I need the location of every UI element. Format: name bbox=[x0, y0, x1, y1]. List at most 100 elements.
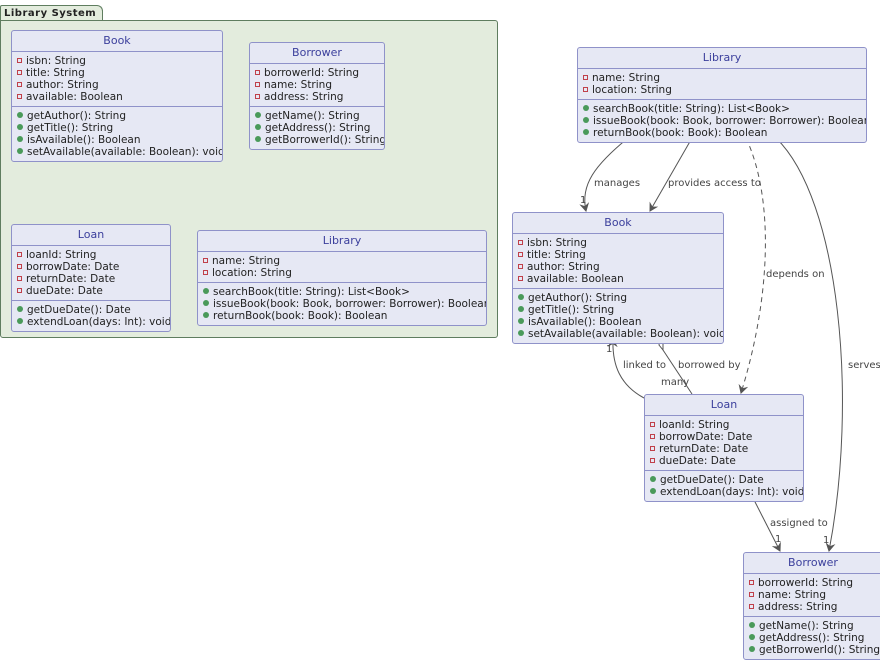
public-icon bbox=[650, 476, 656, 482]
private-icon bbox=[17, 94, 22, 99]
attribute: title: String bbox=[518, 249, 719, 261]
method-text: getDueDate(): Date bbox=[27, 304, 131, 316]
mult-borrowed-by: many bbox=[661, 377, 690, 388]
attribute: borrowerId: String bbox=[255, 67, 380, 79]
method-text: getName(): String bbox=[759, 620, 854, 632]
method-text: searchBook(title: String): List<Book> bbox=[213, 286, 410, 298]
attribute-text: title: String bbox=[527, 249, 586, 261]
private-icon bbox=[749, 580, 754, 585]
public-icon bbox=[17, 124, 23, 130]
label-assigned-to: assigned to bbox=[770, 518, 828, 529]
private-icon bbox=[518, 252, 523, 257]
method-text: getAddress(): String bbox=[759, 632, 865, 644]
method-text: issueBook(book: Book, borrower: Borrower… bbox=[593, 115, 867, 127]
method: extendLoan(days: Int): void bbox=[650, 486, 803, 498]
private-icon bbox=[749, 604, 754, 609]
method: getTitle(): String bbox=[17, 122, 218, 134]
private-icon bbox=[255, 94, 260, 99]
method-text: getAuthor(): String bbox=[528, 292, 627, 304]
method: getAddress(): String bbox=[255, 122, 380, 134]
method: returnBook(book: Book): Boolean bbox=[583, 127, 862, 139]
private-icon bbox=[583, 75, 588, 80]
attribute: author: String bbox=[17, 79, 218, 91]
attribute: dueDate: Date bbox=[650, 455, 799, 467]
attribute: address: String bbox=[255, 91, 380, 103]
label-depends-on: depends on bbox=[766, 269, 825, 280]
private-icon bbox=[203, 258, 208, 263]
private-icon bbox=[518, 264, 523, 269]
method-text: returnBook(book: Book): Boolean bbox=[593, 127, 768, 139]
public-icon bbox=[650, 488, 656, 494]
attribute-text: title: String bbox=[26, 67, 85, 79]
attribute-text: location: String bbox=[592, 84, 672, 96]
method: getDueDate(): Date bbox=[650, 474, 799, 486]
methods-section: searchBook(title: String): List<Book>iss… bbox=[578, 99, 866, 142]
method-text: setAvailable(available: Boolean): void bbox=[528, 328, 724, 340]
edge-manages bbox=[579, 137, 629, 212]
attribute: location: String bbox=[203, 267, 482, 279]
attribute-text: available: Boolean bbox=[527, 273, 624, 285]
public-icon bbox=[17, 136, 23, 142]
attribute-text: available: Boolean bbox=[26, 91, 123, 103]
method-text: getAuthor(): String bbox=[27, 110, 126, 122]
package-tab: Library System bbox=[0, 5, 104, 20]
class-name: Loan bbox=[12, 225, 170, 246]
method: getBorrowerId(): String bbox=[749, 644, 880, 656]
method: getAuthor(): String bbox=[17, 110, 218, 122]
attribute: name: String bbox=[749, 589, 878, 601]
public-icon bbox=[17, 306, 23, 312]
attribute-text: loanId: String bbox=[659, 419, 730, 431]
attribute-text: loanId: String bbox=[26, 249, 97, 261]
public-icon bbox=[749, 634, 755, 640]
class-name: Book bbox=[12, 31, 222, 52]
mult-serves: 1 bbox=[823, 535, 830, 546]
public-icon bbox=[749, 646, 755, 652]
private-icon bbox=[650, 434, 655, 439]
attribute-text: isbn: String bbox=[527, 237, 587, 249]
private-icon bbox=[749, 592, 754, 597]
attribute: dueDate: Date bbox=[17, 285, 166, 297]
attribute-text: name: String bbox=[758, 589, 826, 601]
method-text: getTitle(): String bbox=[27, 122, 114, 134]
method: getName(): String bbox=[749, 620, 878, 632]
attribute: loanId: String bbox=[650, 419, 799, 431]
attribute-text: borrowerId: String bbox=[264, 67, 360, 79]
attribute-text: borrowerId: String bbox=[758, 577, 854, 589]
method: issueBook(book: Book, borrower: Borrower… bbox=[203, 298, 486, 310]
class-name: Library bbox=[198, 231, 486, 252]
method-text: extendLoan(days: Int): void bbox=[660, 486, 804, 498]
attribute: name: String bbox=[203, 255, 482, 267]
public-icon bbox=[518, 306, 524, 312]
public-icon bbox=[255, 124, 261, 130]
public-icon bbox=[255, 112, 261, 118]
label-provides-access-to: provides access to bbox=[668, 178, 761, 189]
attribute-text: author: String bbox=[527, 261, 600, 273]
private-icon bbox=[17, 82, 22, 87]
public-icon bbox=[203, 288, 209, 294]
private-icon bbox=[17, 288, 22, 293]
method: getDueDate(): Date bbox=[17, 304, 166, 316]
method-text: returnBook(book: Book): Boolean bbox=[213, 310, 388, 322]
attribute: isbn: String bbox=[17, 55, 218, 67]
public-icon bbox=[583, 117, 589, 123]
label-linked-to: linked to bbox=[623, 360, 667, 371]
attribute-text: borrowDate: Date bbox=[659, 431, 753, 443]
method-text: isAvailable(): Boolean bbox=[528, 316, 642, 328]
public-icon bbox=[203, 312, 209, 318]
